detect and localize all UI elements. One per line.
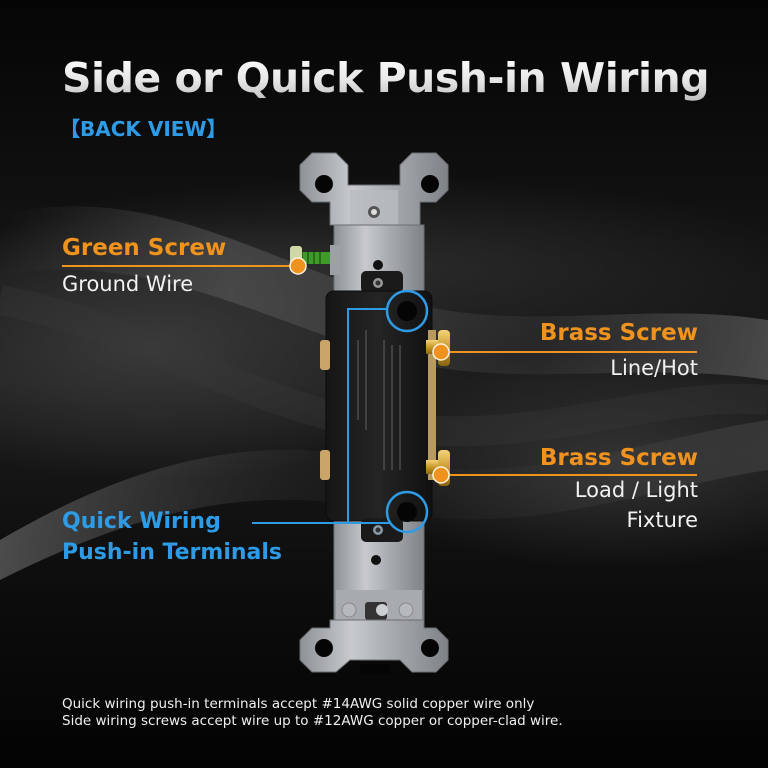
- footnote-line-1: Quick wiring push-in terminals accept #1…: [62, 696, 535, 712]
- view-subtitle: 【BACK VIEW】: [60, 117, 227, 141]
- push-in-terminals-label-line1: Quick Wiring: [62, 509, 221, 534]
- brass-line-marker: [432, 343, 450, 361]
- green-screw-heading: Green Screw: [62, 235, 227, 261]
- brass-screw-line-description: Line/Hot: [610, 356, 698, 380]
- wiring-footnote: Quick wiring push-in terminals accept #1…: [62, 696, 563, 730]
- push-in-terminal-callout: [252, 289, 429, 534]
- green-screw-marker: [289, 257, 307, 275]
- strap-hole: [373, 260, 383, 270]
- brass-screw-load-description-line2: Fixture: [626, 508, 698, 532]
- brass-screw-load-description-line1: Load / Light: [574, 478, 698, 502]
- top-mounting-yoke: [299, 152, 449, 230]
- bottom-mounting-yoke: [299, 555, 449, 674]
- push-in-terminals-label-line2: Push-in Terminals: [62, 540, 282, 565]
- brass-screw-line-heading: Brass Screw: [539, 320, 698, 346]
- page-title: Side or Quick Push-in Wiring: [62, 54, 710, 102]
- green-screw-description: Ground Wire: [62, 272, 194, 296]
- switch-body: [320, 271, 436, 542]
- footnote-line-2: Side wiring screws accept wire up to #12…: [62, 713, 563, 729]
- brass-load-marker: [432, 466, 450, 484]
- brass-screw-load-heading: Brass Screw: [539, 445, 698, 471]
